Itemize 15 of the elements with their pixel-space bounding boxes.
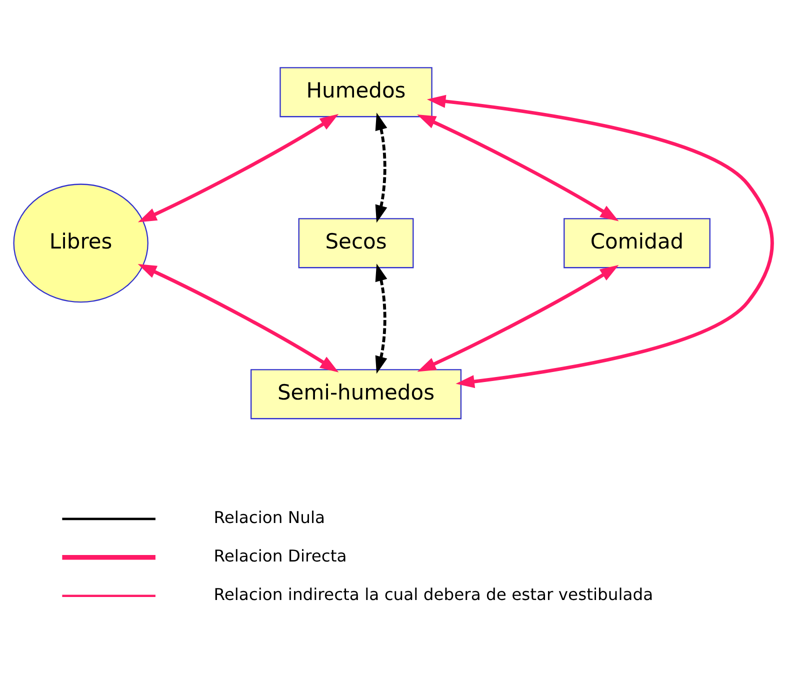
legend-label: Relacion indirecta la cual debera de estar vestibulada (213, 585, 653, 604)
arrow (137, 114, 338, 222)
node-box: Comidad (563, 218, 710, 268)
arrow (416, 114, 618, 222)
node-box: Humedos (279, 67, 432, 118)
node-box: Secos (298, 218, 414, 268)
node-box: Semi-humedos (250, 369, 462, 420)
arrow (374, 112, 387, 223)
arrow (426, 94, 774, 388)
legend-label: Relacion Directa (213, 546, 346, 566)
arrow (416, 265, 618, 372)
node-ellipse: Libres (12, 184, 148, 303)
legend-label: Relacion Nula (213, 508, 325, 528)
arrow (137, 264, 338, 372)
arrow (374, 264, 387, 374)
